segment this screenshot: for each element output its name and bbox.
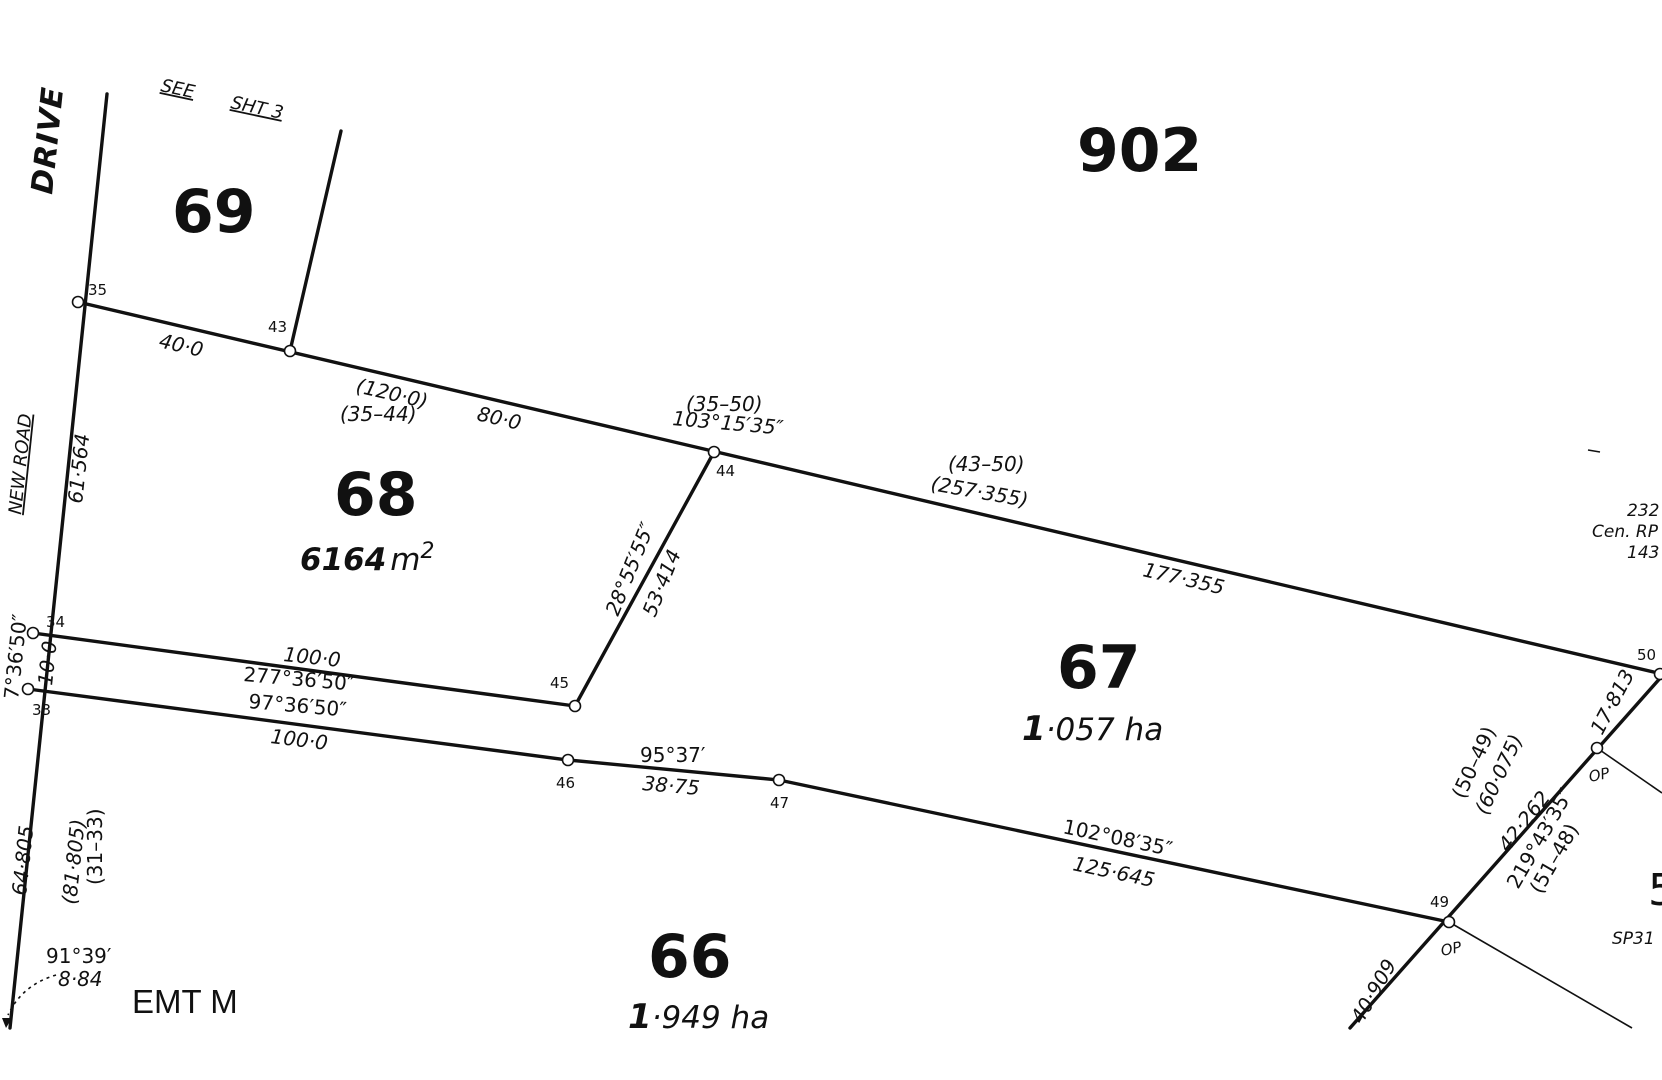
dim-35-44-ref: (35–44) <box>340 402 417 426</box>
side-ref-2: Cen. RP <box>1592 522 1659 542</box>
lot-67-label: 67 <box>1057 633 1141 703</box>
point-35: 35 <box>88 281 107 299</box>
lot-67-area-int: 1 <box>1022 709 1046 749</box>
dim-35-43: 40·0 <box>157 328 206 361</box>
point-50: 50 <box>1637 646 1656 664</box>
line-48-east <box>1596 747 1662 794</box>
dim-34-33: 10·0 <box>33 640 62 687</box>
easement-arrow <box>7 974 57 1016</box>
dim-35-34: 61·564 <box>63 432 94 504</box>
lot-67-area-rest: ·057 ha <box>1046 712 1164 748</box>
bearing-35-50: 103°15′35″ <box>672 406 785 440</box>
point-33: 33 <box>32 701 51 719</box>
side-ref-4: SP31 <box>1612 929 1655 949</box>
drive-frontage-line <box>8 92 109 1030</box>
right-edge-tick <box>1587 449 1601 453</box>
point-47: 47 <box>770 794 789 812</box>
dim-17: 17·813 <box>1585 665 1639 738</box>
pin-45 <box>568 699 582 713</box>
point-44: 44 <box>716 462 735 480</box>
pin-46 <box>561 753 575 767</box>
lot-902-label: 902 <box>1077 116 1202 186</box>
sheet-reference: SHT 3 <box>229 92 285 124</box>
line-49-east <box>1448 921 1633 1029</box>
boundary-lines <box>2 92 1662 1030</box>
drive-road-name: DRIVE <box>25 85 71 196</box>
bearing-33-46: 97°36′50″ <box>248 689 348 721</box>
dim-40-909: 40·909 <box>1346 955 1402 1028</box>
line-49-north <box>1348 674 1662 1030</box>
side-ref-1: 232 <box>1627 501 1659 521</box>
dim-8-84: 8·84 <box>58 967 103 991</box>
dim-31-33-ref: (31–33) <box>83 808 107 885</box>
pin-33 <box>21 682 35 696</box>
pin-44 <box>707 445 721 459</box>
lot-68-label: 68 <box>334 460 418 530</box>
line-44-45 <box>573 450 716 708</box>
point-43: 43 <box>268 318 287 336</box>
point-34: 34 <box>46 613 65 631</box>
pin-50 <box>1653 667 1662 681</box>
point-49: 49 <box>1430 893 1449 911</box>
easement-label: EMT M <box>132 983 238 1020</box>
line-33-49 <box>26 687 1451 924</box>
point-46: 46 <box>556 774 575 792</box>
bearing-91: 91°39′ <box>46 944 112 968</box>
pin-35 <box>71 295 85 309</box>
lot-66-area: 1·949 ha <box>628 997 769 1037</box>
dim-34-45: 100·0 <box>282 642 341 672</box>
see-reference: SEE <box>159 75 197 103</box>
lot-5-label: 5 <box>1648 865 1662 916</box>
lot-67-area: 1·057 ha <box>1022 709 1163 749</box>
pin-49 <box>1442 915 1456 929</box>
line-34-45 <box>31 631 577 708</box>
line-35-50 <box>76 300 1662 676</box>
pin-43 <box>283 344 297 358</box>
dim-43-50-ref: (43–50) <box>948 452 1025 476</box>
lot-69-label: 69 <box>172 177 256 247</box>
point-45: 45 <box>550 674 569 692</box>
arrow-head-icon <box>2 1018 12 1028</box>
dim-35-50-ref: (35–50) <box>686 392 763 416</box>
new-road-name: NEW ROAD <box>5 413 36 516</box>
lot-68-area-sup: 2 <box>420 539 434 564</box>
dim-44-50: 177·355 <box>1141 557 1227 599</box>
lot-68-area-value: 6164 <box>300 542 386 578</box>
lot-66-area-rest: ·949 ha <box>652 1000 770 1036</box>
lot69-east-line <box>288 129 343 353</box>
lot-66-area-int: 1 <box>628 997 652 1037</box>
pin-48 <box>1590 741 1604 755</box>
op-label-49: OP <box>1439 938 1464 960</box>
dim-33-31: 64·805 <box>7 824 38 896</box>
survey-pins <box>21 295 1662 929</box>
dim-46-47: 38·75 <box>642 771 701 800</box>
op-label-48: OP <box>1587 764 1612 786</box>
side-ref-3: 143 <box>1627 543 1659 563</box>
lot-66-label: 66 <box>648 922 732 992</box>
bearing-46-47: 95°37′ <box>640 743 706 767</box>
lot-68-area-unit: m <box>390 542 420 578</box>
pin-47 <box>772 773 786 787</box>
pin-34 <box>26 626 40 640</box>
